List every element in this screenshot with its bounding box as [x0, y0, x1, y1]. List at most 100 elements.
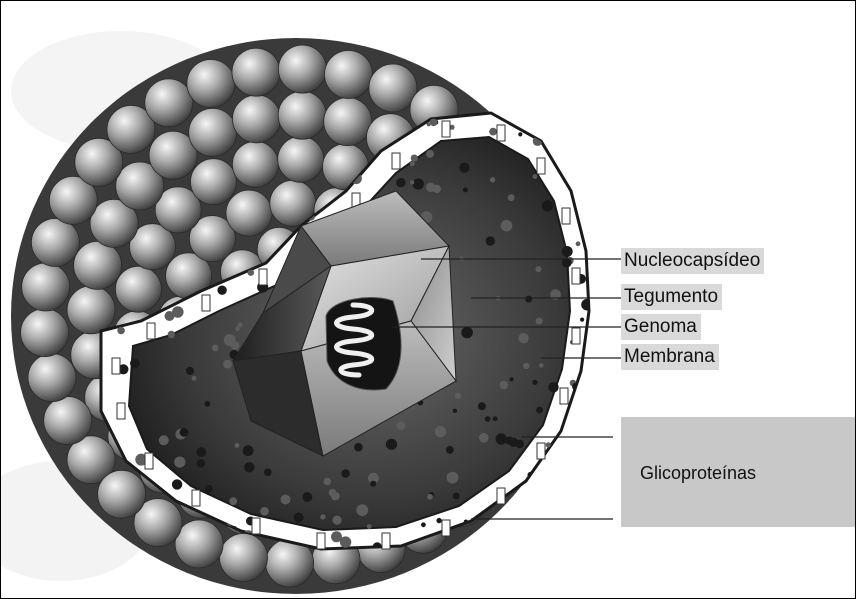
tegument-particle — [260, 507, 269, 516]
tegument-particle — [324, 478, 332, 486]
tegument-particle — [294, 513, 304, 523]
tegument-particle — [435, 426, 446, 437]
tegument-particle — [264, 469, 272, 477]
tegument-particle — [196, 447, 206, 457]
membrane-tick — [252, 518, 260, 534]
label-membrana: Membrana — [621, 344, 719, 370]
membrane-tick — [442, 520, 450, 536]
tegument-particle — [426, 183, 435, 192]
envelope-sphere — [232, 141, 278, 187]
tegument-particle — [333, 516, 342, 525]
tegument-particle — [501, 220, 513, 232]
envelope-sphere — [22, 263, 70, 311]
tegument-particle — [436, 518, 441, 523]
tegument-particle — [117, 327, 125, 335]
tegument-particle — [354, 443, 363, 452]
tegument-particle — [192, 376, 197, 381]
envelope-sphere — [232, 48, 280, 96]
tegument-particle — [493, 416, 498, 421]
tegument-particle — [548, 382, 558, 392]
tegument-particle — [486, 236, 495, 245]
label-genoma: Genoma — [621, 314, 701, 340]
tegument-particle — [479, 433, 489, 443]
membrane-tick — [382, 533, 390, 549]
envelope-sphere — [74, 241, 122, 289]
tegument-particle — [525, 296, 532, 303]
membrane-tick — [117, 403, 125, 419]
membrane-tick — [259, 269, 267, 285]
membrane-tick — [192, 490, 200, 506]
tegument-particle — [396, 178, 405, 187]
label-glicoproteinas-box: Glicoproteínas — [621, 417, 855, 527]
membrane-tick — [497, 125, 505, 141]
membrane-tick — [202, 295, 210, 311]
tegument-particle — [159, 435, 169, 445]
membrane-tick — [145, 453, 153, 469]
tegument-particle — [518, 132, 522, 136]
tegument-particle — [224, 334, 236, 346]
tegument-particle — [244, 462, 254, 472]
tegument-particle — [397, 421, 406, 430]
envelope-sphere — [324, 98, 372, 146]
tegument-particle — [205, 485, 213, 493]
tegument-particle — [579, 121, 584, 126]
tegument-particle — [565, 444, 570, 449]
tegument-particle — [523, 363, 529, 369]
membrane-tick — [572, 268, 580, 284]
membrane-tick — [562, 208, 570, 224]
tegument-particle — [447, 472, 459, 484]
membrane-tick — [572, 328, 580, 344]
tegument-particle — [281, 495, 291, 505]
tegument-particle — [223, 360, 232, 369]
label-nucleocapsideo: Nucleocapsídeo — [621, 248, 764, 274]
tegument-particle — [461, 327, 473, 339]
tegument-particle — [367, 524, 372, 529]
envelope-sphere — [369, 64, 417, 112]
tegument-particle — [186, 367, 194, 375]
tegument-particle — [205, 401, 211, 407]
envelope-sphere — [44, 397, 92, 445]
membrane-tick — [537, 443, 545, 459]
tegument-particle — [539, 363, 544, 368]
tegument-particle — [427, 494, 433, 500]
tegument-particle — [573, 151, 584, 162]
membrane-tick — [537, 158, 545, 174]
tegument-particle — [341, 469, 350, 478]
tegument-particle — [518, 333, 528, 343]
tegument-particle — [542, 200, 553, 211]
tegument-particle — [569, 459, 580, 470]
label-tegumento: Tegumento — [621, 284, 722, 310]
tegument-particle — [478, 402, 486, 410]
tegument-particle — [411, 155, 418, 162]
envelope-sphere — [325, 51, 373, 99]
tegument-particle — [512, 528, 519, 535]
tegument-particle — [496, 433, 507, 444]
tegument-particle — [564, 119, 571, 126]
tegument-particle — [516, 498, 526, 508]
tegument-particle — [320, 514, 325, 519]
tegument-particle — [573, 502, 579, 508]
tegument-particle — [180, 428, 189, 437]
tegument-particle — [197, 459, 206, 468]
tegument-particle — [426, 150, 434, 158]
tegument-particle — [490, 177, 495, 182]
envelope-sphere — [175, 520, 223, 568]
tegument-particle — [356, 504, 368, 516]
tegument-particle — [463, 187, 468, 192]
tegument-particle — [533, 174, 538, 179]
tegument-particle — [508, 194, 515, 201]
envelope-sphere — [21, 309, 69, 357]
tegument-particle — [174, 457, 185, 468]
tegument-particle — [303, 492, 313, 502]
envelope-sphere — [278, 136, 324, 182]
tegument-particle — [243, 445, 254, 456]
envelope-sphere — [226, 190, 272, 236]
tegument-particle — [545, 463, 550, 468]
tegument-particle — [455, 393, 461, 399]
tegument-particle — [212, 345, 219, 352]
tegument-particle — [340, 536, 351, 547]
tegument-particle — [386, 439, 397, 450]
tegument-particle — [500, 381, 508, 389]
tegument-particle — [509, 377, 513, 381]
membrane-tick — [147, 323, 155, 339]
